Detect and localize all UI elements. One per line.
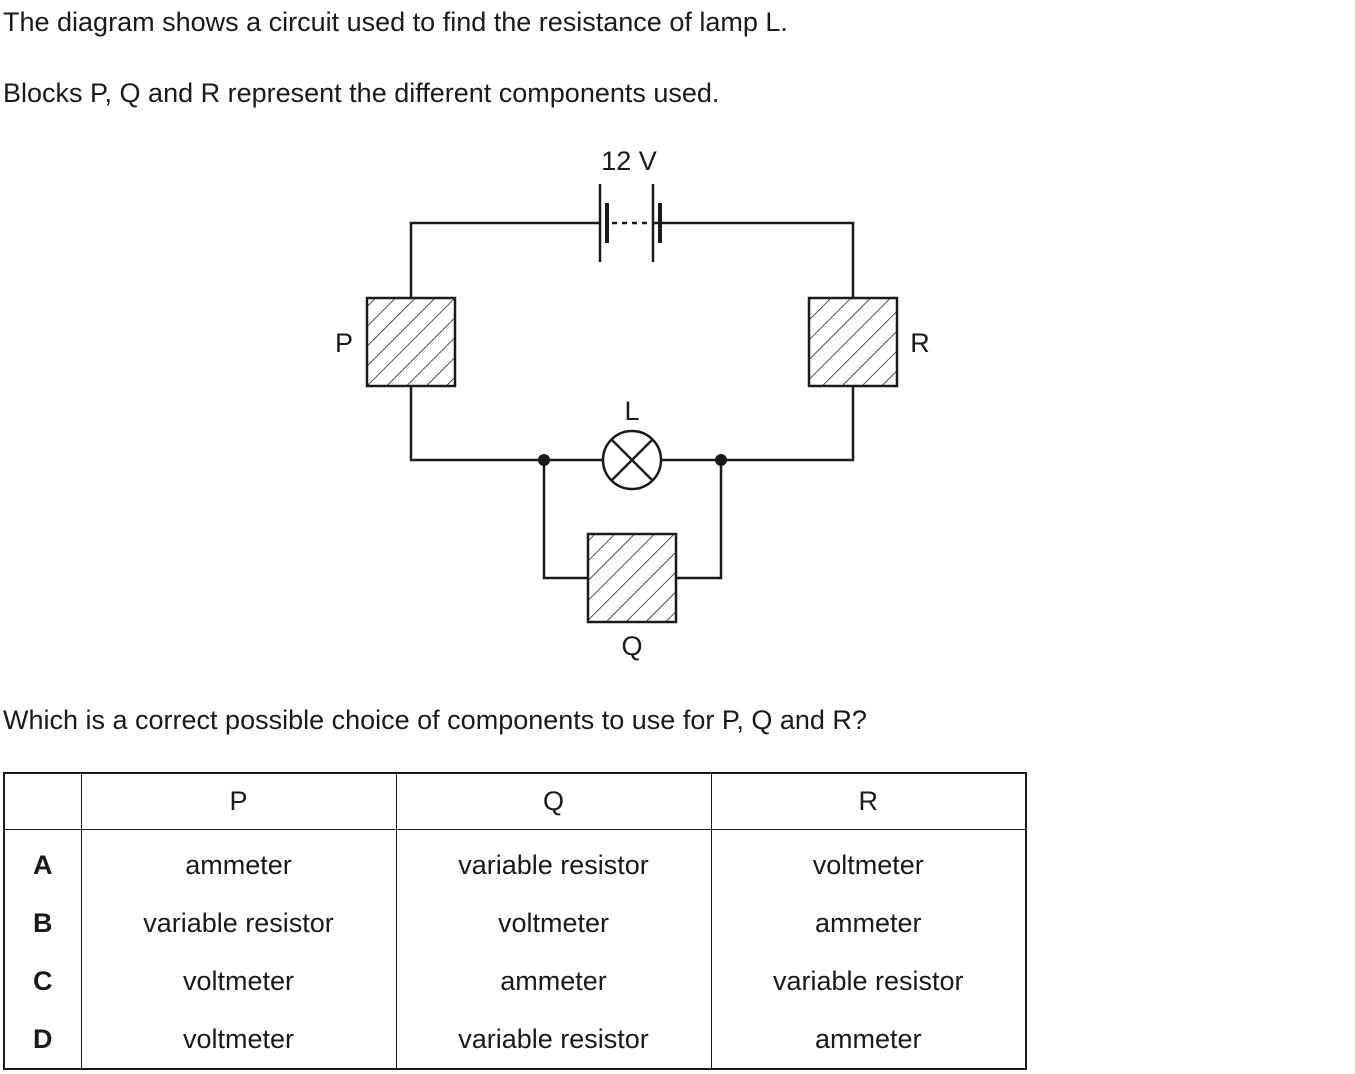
options-table: P Q R A ammeter variable resistor voltme… [3,772,1027,1070]
cell-p: voltmeter [80,952,396,1010]
cell-p: variable resistor [80,894,396,952]
junction-dot-left [538,454,550,466]
lamp-symbol [601,429,663,491]
cell-r: ammeter [710,894,1026,952]
cell-p: voltmeter [80,1010,396,1069]
table-row: D voltmeter variable resistor ammeter [4,1010,1026,1069]
option-letter: B [33,907,53,938]
cell-q: variable resistor [395,829,711,894]
block-p [365,296,457,388]
intro-text: The diagram shows a circuit used to find… [3,7,788,37]
table-header-row: P Q R [4,773,1026,830]
block-r-label: R [910,328,930,358]
option-letter: D [33,1023,53,1054]
cell-r: voltmeter [710,829,1026,894]
cell-q: ammeter [395,952,711,1010]
wire-top-left [409,221,600,298]
cell-p: ammeter [80,829,396,894]
battery-label: 12 V [601,146,657,176]
battery-symbol [598,184,662,262]
option-letter: A [33,849,53,880]
header-r: R [710,773,1026,830]
wire-bottom-left [409,386,604,462]
wire-branch-right [676,460,723,580]
wire-top-right [653,221,855,298]
header-blank [4,773,81,830]
table-row: B variable resistor voltmeter ammeter [4,894,1026,952]
header-p: P [80,773,396,830]
table-row: A ammeter variable resistor voltmeter [4,829,1026,894]
cell-r: ammeter [710,1010,1026,1069]
blocks-note: Blocks P, Q and R represent the differen… [3,78,720,108]
junction-dot-right [715,454,727,466]
question-prompt: Which is a correct possible choice of co… [3,705,867,735]
circuit-diagram: 12 V P R Q L [335,146,930,661]
header-q: Q [395,773,711,830]
lamp-label: L [624,396,639,426]
cell-r: variable resistor [710,952,1026,1010]
cell-q: voltmeter [395,894,711,952]
block-q-label: Q [621,631,642,661]
block-p-label: P [335,328,353,358]
cell-q: variable resistor [395,1010,711,1069]
block-q [586,532,678,624]
wire-branch-left [542,460,589,580]
wire-bottom-right [661,386,855,462]
block-r [807,296,899,388]
table-row: C voltmeter ammeter variable resistor [4,952,1026,1010]
option-letter: C [33,965,53,996]
